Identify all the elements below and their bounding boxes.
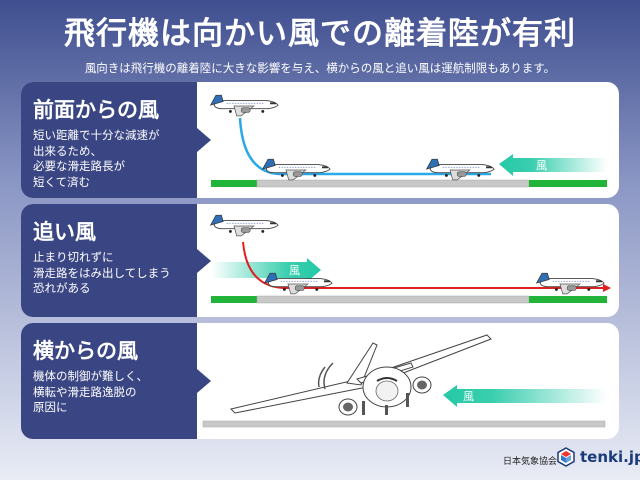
overrun-path — [242, 241, 603, 289]
tenki-logo-icon — [557, 447, 575, 467]
runway — [202, 420, 606, 428]
logo-text[interactable]: tenki.jp — [580, 448, 640, 466]
runway — [256, 179, 530, 188]
org-name: 日本気象協会 — [503, 457, 558, 467]
description-line: 止まり切れずに — [33, 250, 114, 264]
description-line: 短い距離で十分な減速が — [33, 128, 160, 142]
pointer-arrow — [197, 128, 211, 152]
runway-margin-left — [211, 296, 257, 303]
crosswind-scene: 風 — [202, 334, 607, 428]
overrun-arrowhead — [603, 284, 611, 292]
headwind-heading: 前面からの風 — [33, 98, 159, 122]
crosswind-heading: 横からの風 — [33, 339, 138, 363]
tailwind-description: 止まり切れずに 滑走路をはみ出してしまう 恐れがある — [33, 250, 171, 297]
wind-label: 風 — [463, 390, 474, 403]
description-line: 原因に — [33, 400, 68, 414]
banking-plane-front — [230, 334, 492, 416]
tailwind-heading: 追い風 — [33, 220, 96, 244]
overrun-plane — [536, 272, 605, 295]
wind-arrow — [211, 258, 321, 282]
wind-label: 風 — [289, 264, 300, 277]
stopped-plane — [426, 158, 495, 181]
wind-arrow — [499, 154, 607, 176]
page-title: 飛行機は向かい風での離着陸が有利 — [64, 16, 576, 52]
runway-margin-left — [211, 180, 257, 187]
description-line: 出来るため、 — [33, 143, 102, 158]
touchdown-plane — [262, 158, 331, 181]
tailwind-panel: 追い風 止まり切れずに 滑走路をはみ出してしまう 恐れがある 風 — [21, 204, 619, 317]
description-line: 機体の制御が難しく、 — [33, 369, 148, 383]
landing-path — [238, 117, 491, 176]
approach-plane — [210, 94, 279, 117]
crosswind-label-box: 横からの風 機体の制御が難しく、 横転や滑走路逸脱の 原因に — [21, 323, 211, 439]
runway-margin-right — [529, 296, 607, 303]
pointer-arrow — [197, 369, 211, 393]
wind-label: 風 — [536, 159, 547, 172]
wind-arrow — [443, 385, 607, 407]
tailwind-scene: 風 — [210, 214, 611, 304]
description-line: 短くて済む — [33, 174, 91, 189]
description-line: 横転や滑走路逸脱の — [33, 384, 137, 399]
approach-plane — [210, 214, 279, 237]
headwind-scene: 風 — [210, 94, 607, 188]
runway-margin-right — [529, 180, 607, 187]
pointer-arrow — [197, 248, 211, 273]
crosswind-panel: 横からの風 機体の制御が難しく、 横転や滑走路逸脱の 原因に 風 — [21, 323, 619, 439]
tailwind-label-box: 追い風 止まり切れずに 滑走路をはみ出してしまう 恐れがある — [21, 204, 211, 317]
headwind-panel: 前面からの風 短い距離で十分な減速が 出来るため、 必要な滑走路長が 短くて済む… — [21, 82, 619, 198]
page-subtitle: 風向きは飛行機の離着陸に大きな影響を与え、横からの風と追い風は運航制限もあります… — [84, 61, 556, 75]
description-line: 必要な滑走路長が — [33, 159, 125, 173]
description-line: 恐れがある — [33, 281, 91, 295]
runway — [256, 295, 530, 304]
description-line: 滑走路をはみ出してしまう — [33, 265, 171, 280]
headwind-label-box: 前面からの風 短い距離で十分な減速が 出来るため、 必要な滑走路長が 短くて済む — [21, 82, 211, 198]
headwind-description: 短い距離で十分な減速が 出来るため、 必要な滑走路長が 短くて済む — [33, 128, 160, 190]
crosswind-description: 機体の制御が難しく、 横転や滑走路逸脱の 原因に — [33, 369, 148, 416]
